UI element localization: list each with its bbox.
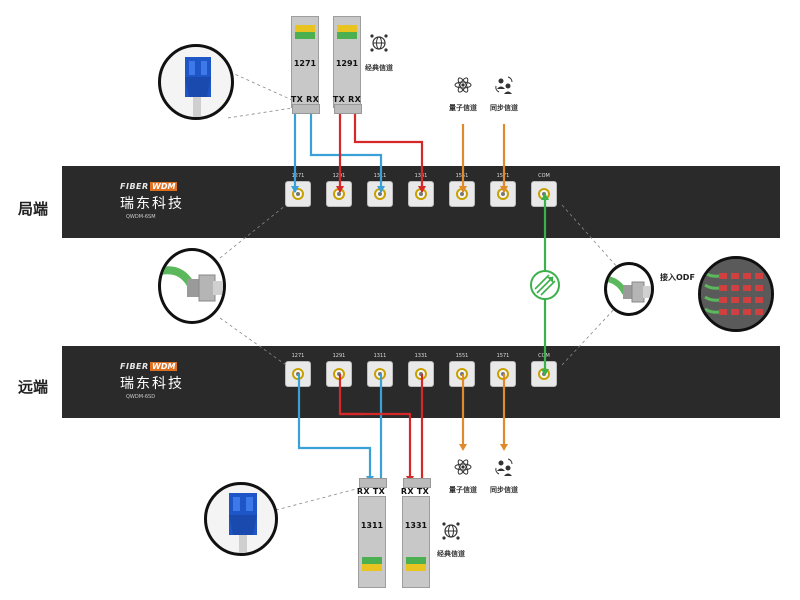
sync-channel-label-top: 同步信道 xyxy=(490,104,518,112)
wdm-arrow-icon xyxy=(530,270,560,300)
odf-zoom xyxy=(698,256,774,332)
bottom-sfp-1311-txrx: RX TX xyxy=(356,487,386,496)
bottom-sfp-1331-port xyxy=(403,478,431,488)
bottom-sfp-1331[interactable]: 1331 xyxy=(402,496,430,588)
arrow-blue-top xyxy=(291,186,299,193)
arrow-blue-top-2 xyxy=(377,186,385,193)
bottom-model: QWDM-6SD xyxy=(126,394,156,400)
top-sfp-1291-txrx: TX RX xyxy=(332,95,362,104)
arrow-green-up xyxy=(541,193,549,200)
leader-top-lc-2 xyxy=(227,107,293,119)
network-icon xyxy=(370,34,388,52)
sync-people-icon xyxy=(495,76,513,94)
lc-connector-zoom-bottom xyxy=(204,482,278,556)
fiber-red-top-2 xyxy=(353,110,424,192)
top-port-label-1271: 1271 xyxy=(291,173,305,179)
quantum-channel-label-top: 量子信道 xyxy=(449,104,477,112)
top-logo-fiber: FIBER xyxy=(120,182,149,191)
fiber-blue-bottom-1 xyxy=(297,374,372,480)
leader-bottom-lc xyxy=(275,487,361,511)
odf-label: 接入ODF xyxy=(660,273,695,282)
bottom-sfp-1331-txrx: RX TX xyxy=(400,487,430,496)
bottom-sfp-1311-label: 1311 xyxy=(360,521,384,530)
bottom-port-label-1271: 1271 xyxy=(291,353,305,359)
leader-com-bottom xyxy=(561,304,619,366)
bottom-sfp-1311-port xyxy=(359,478,387,488)
arrow-red-top-2 xyxy=(418,186,426,193)
bureau-label: 局端 xyxy=(18,200,49,218)
leader-bottom-fc xyxy=(219,317,287,366)
top-logo-wdm: WDM xyxy=(150,182,178,191)
bottom-port-label-1571: 1571 xyxy=(496,353,510,359)
arrow-orange-bottom xyxy=(459,444,467,451)
remote-label: 远端 xyxy=(18,378,49,396)
atom-icon xyxy=(454,77,472,93)
fc-connector-zoom-top xyxy=(158,248,226,324)
odf-rack-icon xyxy=(701,259,771,329)
bottom-sfp-1311[interactable]: 1311 xyxy=(358,496,386,588)
classic-channel-label-top: 经典信道 xyxy=(365,64,393,72)
fc-connector-icon xyxy=(161,266,223,302)
top-logo-company: 瑞东科技 xyxy=(120,196,184,212)
bottom-logo-wdm: WDM xyxy=(150,362,178,371)
bottom-port-label-1551: 1551 xyxy=(455,353,469,359)
leader-top-fc xyxy=(219,204,287,259)
arrow-orange-top-2 xyxy=(500,186,508,193)
top-sfp-1271-port xyxy=(292,104,320,114)
top-sfp-1271[interactable]: 1271 xyxy=(291,16,319,108)
top-sfp-1271-txrx: TX RX xyxy=(290,95,320,104)
top-sfp-1291-port xyxy=(334,104,362,114)
lc-connector-zoom-top xyxy=(158,44,234,120)
fiber-blue-top-2 xyxy=(309,110,383,192)
arrow-green-down xyxy=(541,369,549,376)
fc-connector-icon xyxy=(607,276,651,303)
bottom-port-label-1331: 1331 xyxy=(414,353,428,359)
lc-connector-icon xyxy=(185,57,211,117)
atom-icon xyxy=(454,459,472,475)
lc-connector-icon xyxy=(229,493,257,553)
arrow-red-top xyxy=(336,186,344,193)
top-sfp-1291-label: 1291 xyxy=(335,59,359,68)
fiber-red-bottom-1 xyxy=(338,374,364,416)
bottom-logo-company: 瑞东科技 xyxy=(120,376,184,392)
network-icon xyxy=(442,522,460,540)
sync-people-icon xyxy=(495,458,513,476)
quantum-channel-label-bottom: 量子信道 xyxy=(449,486,477,494)
classic-channel-label-bottom: 经典信道 xyxy=(437,550,465,558)
arrow-orange-bottom-2 xyxy=(500,444,508,451)
bottom-logo-fiber: FIBER xyxy=(120,362,149,371)
leader-com-top xyxy=(561,204,619,269)
top-model: QWDM-6SM xyxy=(126,214,156,220)
bottom-port-label-1291: 1291 xyxy=(332,353,346,359)
bottom-sfp-1331-label: 1331 xyxy=(404,521,428,530)
com-connector-zoom xyxy=(604,262,654,316)
top-sfp-1271-label: 1271 xyxy=(293,59,317,68)
top-port-1271[interactable] xyxy=(285,181,311,207)
leader-top-lc xyxy=(229,71,293,101)
fiber-red-bottom-3 xyxy=(340,412,412,480)
bottom-port-label-1311: 1311 xyxy=(373,353,387,359)
arrow-orange-top xyxy=(459,186,467,193)
top-port-label-com: COM xyxy=(538,173,550,179)
top-port-1571[interactable] xyxy=(490,181,516,207)
top-sfp-1291[interactable]: 1291 xyxy=(333,16,361,108)
sync-channel-label-bottom: 同步信道 xyxy=(490,486,518,494)
